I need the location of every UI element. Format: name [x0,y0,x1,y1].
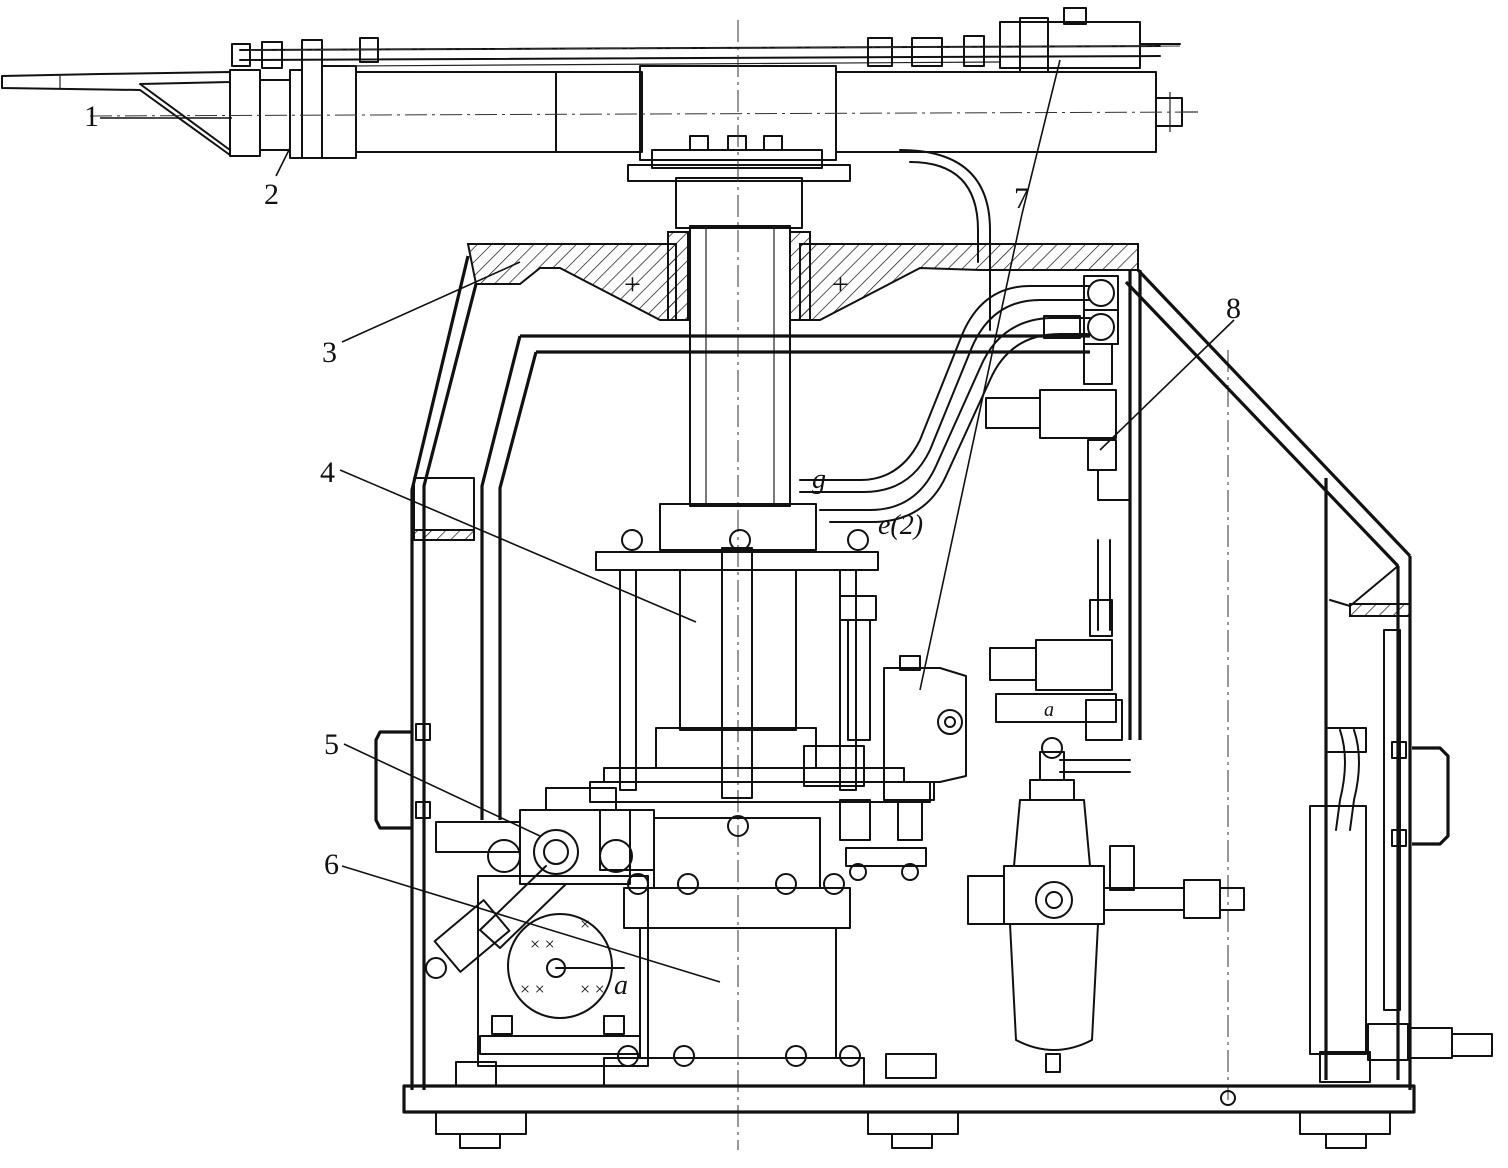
gear-dial [507,913,613,1019]
solenoid-valve-lower [1035,639,1113,691]
solenoid-valve-upper [1039,389,1117,439]
svg-text:× ×: × × [580,979,605,999]
column-head [675,177,803,229]
right-bottom-fittings [885,727,1493,1083]
arm-jaw-plate [1,71,231,156]
svg-text:+: + [624,268,641,301]
annotation-a-valve: a [1044,699,1054,721]
svg-text:× ×: × × [530,934,555,954]
svg-text:+: + [832,268,849,301]
annotation-a-gear: a [614,970,628,1001]
left-mechanism: × × × × × × × [425,787,655,1087]
svg-text:× ×: × × [520,979,545,999]
callout-2: 2 [264,178,279,211]
svg-text:×: × [580,914,590,934]
right-valves [985,275,1123,741]
frame [374,255,1450,1149]
filter-regulator [967,737,1245,1073]
main-barrel [355,71,557,153]
callout-7: 7 [1014,182,1029,215]
main-column [689,225,791,507]
callout-5: 5 [324,728,339,761]
valve-7 [883,655,967,801]
leader-lines [100,59,1235,983]
annotation-g: g [812,464,826,495]
callout-8: 8 [1226,292,1241,325]
callout-3: 3 [322,336,337,369]
callout-6: 6 [324,848,339,881]
hose-lines [799,149,1360,831]
main-cylinder [589,503,931,881]
callout-1: 1 [84,100,99,133]
lower-cylinder [603,815,865,1087]
base-plate [402,1084,1416,1114]
flange-left [229,69,261,157]
callout-labels: 1 2 3 4 5 6 7 8 g e(2) a a [84,100,1241,1001]
top-cover-plate: + + [466,231,1139,321]
annotation-e2: e(2) [878,510,923,541]
callout-4: 4 [320,456,335,489]
